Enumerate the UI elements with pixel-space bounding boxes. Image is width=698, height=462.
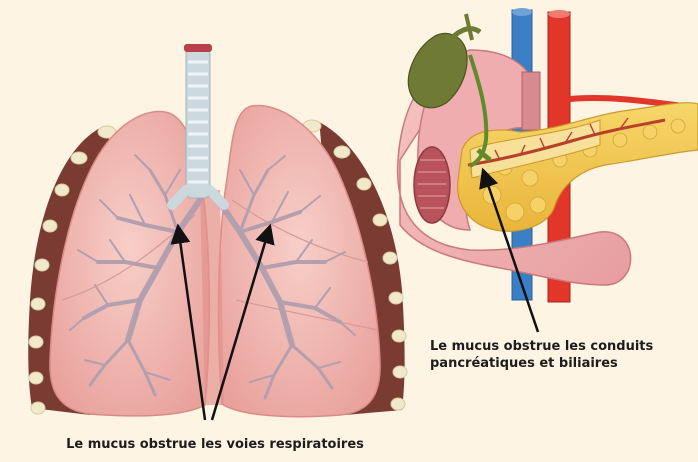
- caption-pancreatic-line2: pancréatiques et biliaires: [430, 356, 618, 371]
- lungs-group: [28, 44, 407, 420]
- duodenum-opening: [414, 147, 450, 223]
- digestive-group: [398, 8, 698, 332]
- duodenum-top-opening: [522, 72, 540, 130]
- caption-pancreatic-line1: Le mucus obstrue les conduits: [430, 339, 653, 354]
- caption-airways: Le mucus obstrue les voies respiratoires: [0, 436, 430, 453]
- caption-pancreatic-ducts: Le mucus obstrue les conduits pancréatiq…: [430, 338, 653, 372]
